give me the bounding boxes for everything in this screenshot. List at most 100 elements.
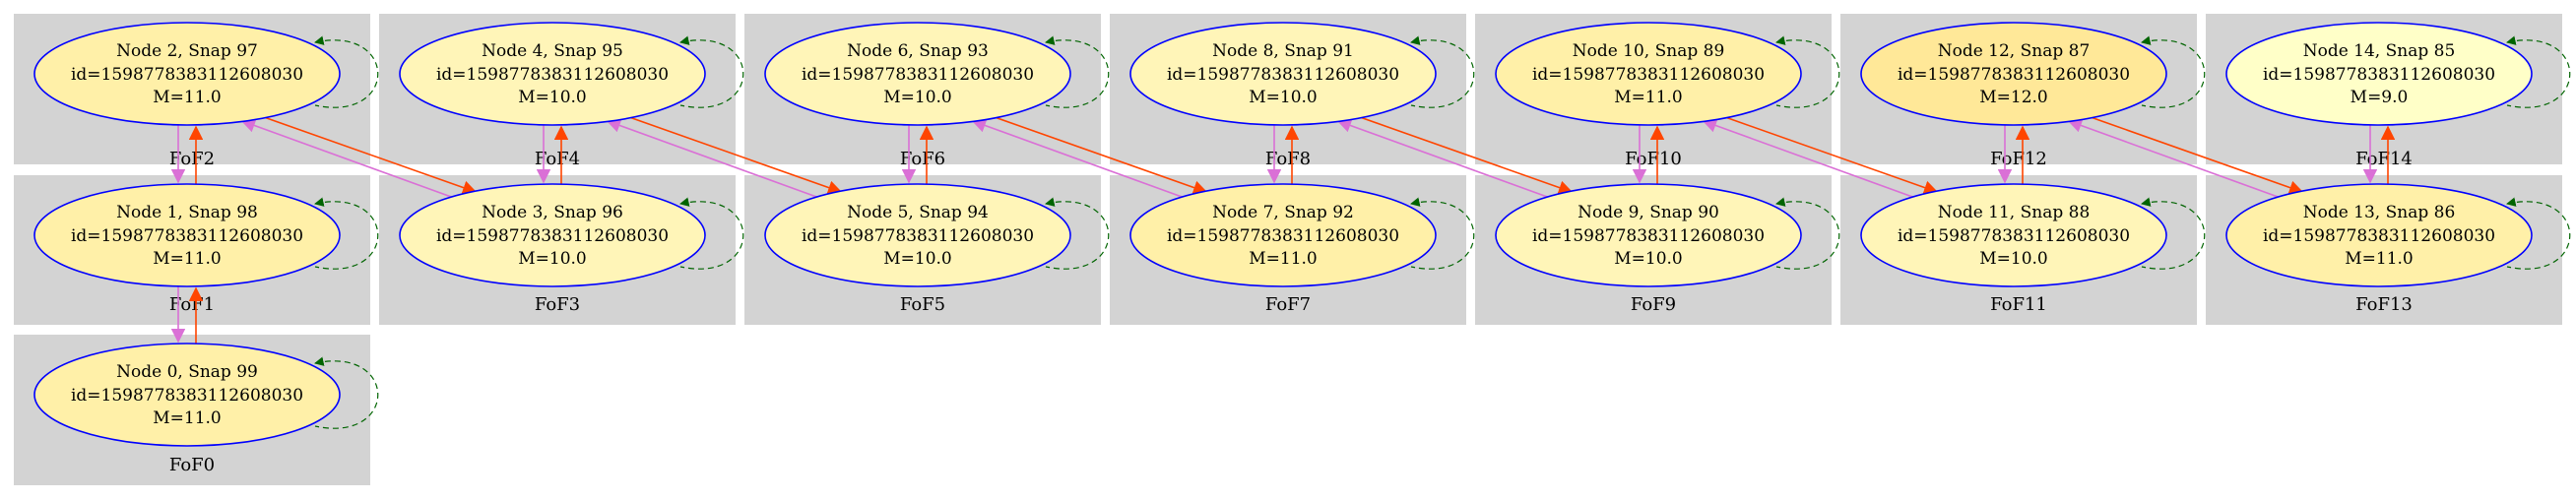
node-id: id=1598778383112608030 bbox=[1167, 65, 1399, 85]
cluster-label: FoF12 bbox=[1990, 149, 2047, 169]
node-mass: M=11.0 bbox=[1614, 88, 1683, 107]
self-loop-edge bbox=[314, 197, 379, 270]
self-loop-edge bbox=[314, 356, 379, 429]
node-ellipse bbox=[33, 183, 341, 287]
node-id: id=1598778383112608030 bbox=[436, 226, 669, 246]
node-id: id=1598778383112608030 bbox=[71, 226, 303, 246]
node-mass: M=11.0 bbox=[1249, 249, 1318, 269]
node-mass: M=10.0 bbox=[1249, 88, 1318, 107]
node-id: id=1598778383112608030 bbox=[2263, 65, 2495, 85]
cluster-label: FoF13 bbox=[2355, 294, 2413, 315]
node-mass: M=11.0 bbox=[153, 408, 222, 428]
node-title: Node 9, Snap 90 bbox=[1578, 203, 1719, 222]
node-n8: Node 8, Snap 91 id=1598778383112608030M=1… bbox=[1129, 22, 1475, 126]
self-loop-edge bbox=[1410, 35, 1475, 108]
node-ellipse bbox=[2225, 22, 2533, 126]
edge-n1-n2 bbox=[170, 125, 204, 184]
node-n7: Node 7, Snap 92 id=1598778383112608030M=1… bbox=[1129, 183, 1475, 287]
cluster-label: FoF3 bbox=[535, 294, 580, 315]
node-id: id=1598778383112608030 bbox=[1532, 226, 1765, 246]
self-loop-edge bbox=[1775, 197, 1840, 270]
node-mass: M=11.0 bbox=[153, 88, 222, 107]
node-ellipse bbox=[33, 22, 341, 126]
edge-backward bbox=[606, 118, 820, 199]
node-n0: Node 0, Snap 99 id=1598778383112608030M=1… bbox=[33, 343, 379, 447]
node-n9: Node 9, Snap 90id=1598778383112608030M=1… bbox=[1495, 183, 1840, 287]
node-n2: Node 2, Snap 97 id=1598778383112608030M=1… bbox=[33, 22, 379, 126]
node-title: Node 1, Snap 98 bbox=[116, 203, 258, 222]
edges-layer bbox=[170, 116, 2396, 344]
node-id: id=1598778383112608030 bbox=[71, 386, 303, 406]
node-title: Node 13, Snap 86 bbox=[2303, 203, 2456, 222]
node-mass: M=10.0 bbox=[518, 88, 587, 107]
node-ellipse bbox=[33, 343, 341, 447]
self-loop-edge bbox=[679, 35, 744, 108]
node-title: Node 7, Snap 92 bbox=[1212, 203, 1354, 222]
node-title: Node 6, Snap 93 bbox=[847, 41, 989, 61]
edge-n7-n8 bbox=[1266, 125, 1300, 184]
node-ellipse bbox=[764, 183, 1071, 287]
node-id: id=1598778383112608030 bbox=[1898, 226, 2130, 246]
node-ellipse bbox=[399, 22, 706, 126]
node-ellipse bbox=[399, 183, 706, 287]
edge-backward bbox=[1702, 118, 1916, 199]
edge-forward bbox=[1359, 116, 1574, 195]
cluster-label: FoF10 bbox=[1625, 149, 1682, 169]
node-id: id=1598778383112608030 bbox=[71, 65, 303, 85]
self-loop-edge bbox=[1045, 35, 1110, 108]
edge-n10-n11 bbox=[1702, 116, 1939, 199]
self-loop-edge bbox=[2141, 35, 2206, 108]
cluster-label: FoF2 bbox=[169, 149, 215, 169]
cluster-label: FoF14 bbox=[2355, 149, 2413, 169]
edge-forward bbox=[2090, 116, 2304, 195]
node-title: Node 3, Snap 96 bbox=[482, 203, 623, 222]
node-ellipse bbox=[1495, 22, 1802, 126]
node-n12: Node 12, Snap 87id=1598778383112608030M=… bbox=[1860, 22, 2206, 126]
node-title: Node 14, Snap 85 bbox=[2303, 41, 2456, 61]
node-title: Node 2, Snap 97 bbox=[116, 41, 258, 61]
edge-backward bbox=[1336, 118, 1551, 199]
node-mass: M=11.0 bbox=[2345, 249, 2414, 269]
cluster-label: FoF11 bbox=[1990, 294, 2047, 315]
node-mass: M=10.0 bbox=[883, 88, 952, 107]
self-loop-edge bbox=[1410, 197, 1475, 270]
node-title: Node 10, Snap 89 bbox=[1573, 41, 1725, 61]
cluster-label: FoF0 bbox=[169, 455, 215, 475]
cluster-label: FoF5 bbox=[900, 294, 945, 315]
edge-n12-n13 bbox=[2067, 116, 2304, 199]
edge-n13-n14 bbox=[2362, 125, 2396, 184]
node-ellipse bbox=[1860, 183, 2167, 287]
cluster-label: FoF9 bbox=[1631, 294, 1676, 315]
edge-backward bbox=[240, 118, 455, 199]
self-loop-edge bbox=[2506, 197, 2571, 270]
node-title: Node 5, Snap 94 bbox=[847, 203, 989, 222]
node-id: id=1598778383112608030 bbox=[1167, 226, 1399, 246]
node-mass: M=9.0 bbox=[2351, 88, 2409, 107]
node-ellipse bbox=[1860, 22, 2167, 126]
edge-forward bbox=[1724, 116, 1939, 195]
edge-backward bbox=[971, 118, 1186, 199]
edge-n6-n7 bbox=[971, 116, 1208, 199]
self-loop-edge bbox=[1775, 35, 1840, 108]
node-ellipse bbox=[2225, 183, 2533, 287]
self-loop-edge bbox=[2506, 35, 2571, 108]
node-title: Node 8, Snap 91 bbox=[1212, 41, 1354, 61]
node-ellipse bbox=[1129, 183, 1437, 287]
edge-forward bbox=[263, 116, 478, 195]
edge-n3-n4 bbox=[536, 125, 569, 184]
edge-n0-n1 bbox=[170, 286, 204, 344]
node-mass: M=10.0 bbox=[883, 249, 952, 269]
node-id: id=1598778383112608030 bbox=[1898, 65, 2130, 85]
edge-n5-n6 bbox=[901, 125, 934, 184]
node-n6: Node 6, Snap 93id=1598778383112608030M=1… bbox=[764, 22, 1110, 126]
node-title: Node 0, Snap 99 bbox=[116, 362, 258, 382]
edge-forward bbox=[628, 116, 843, 195]
node-n14: Node 14, Snap 85 id=1598778383112608030M=… bbox=[2225, 22, 2571, 126]
node-id: id=1598778383112608030 bbox=[2263, 226, 2495, 246]
cluster-label: FoF4 bbox=[535, 149, 580, 169]
node-ellipse bbox=[1495, 183, 1802, 287]
edge-n4-n5 bbox=[606, 116, 843, 199]
cluster-label: FoF7 bbox=[1265, 294, 1311, 315]
edge-backward bbox=[2067, 118, 2282, 199]
